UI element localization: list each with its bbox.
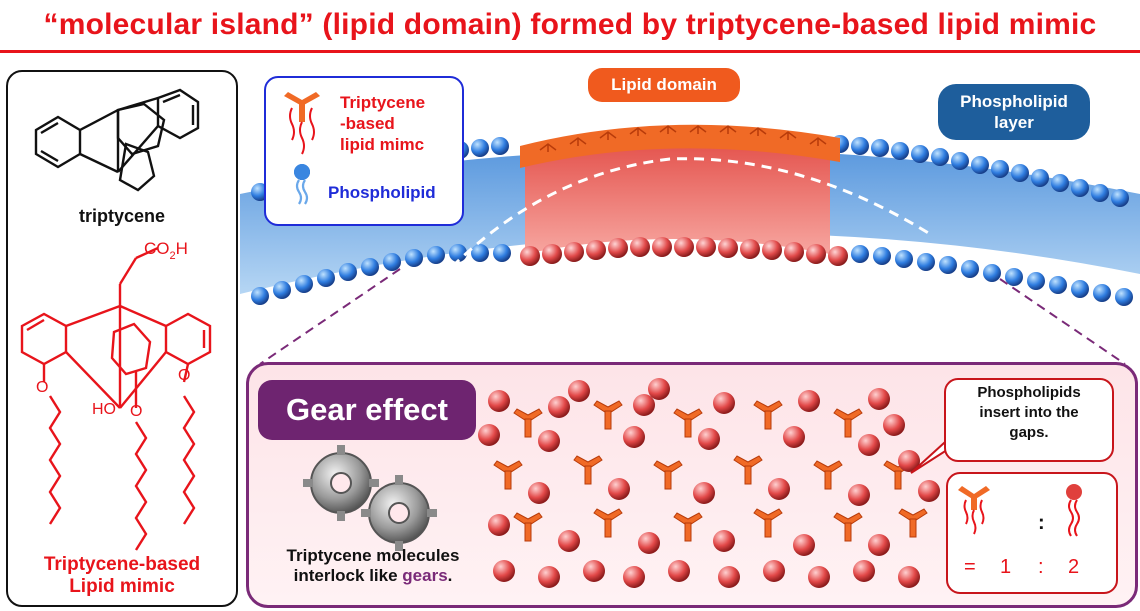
- mimic-label-line2: Lipid mimic: [69, 576, 175, 597]
- triptycene-structure: [34, 88, 200, 192]
- callout-line2: insert into the: [979, 404, 1079, 421]
- callout-line1: Phospholipids: [977, 384, 1081, 401]
- ratio-equals: =: [964, 556, 976, 578]
- insertion-callout: Phospholipids insert into the gaps.: [944, 378, 1114, 462]
- domain-top-tripods: [539, 125, 827, 152]
- membrane-bottom-heads: [251, 244, 1133, 306]
- legend-mimic-line3: lipid mimc: [340, 135, 425, 154]
- ratio-icons: [958, 484, 1082, 537]
- gear-caption-period: .: [447, 566, 453, 585]
- oxygen-middle-text: O: [130, 403, 142, 420]
- lipid-domain-label: Lipid domain: [588, 68, 740, 102]
- legend-box: Triptycene -based lipid mimc Phospholipi…: [264, 76, 464, 226]
- phospholipid-layer-line2: layer: [994, 113, 1034, 132]
- gear-caption-line2: interlock like: [293, 566, 403, 585]
- title-underline: [0, 50, 1140, 53]
- structures-drawing: CO2H O O O HO: [20, 88, 212, 551]
- legend-mimic-line1: Triptycene: [340, 93, 426, 112]
- zoom-line-right: [999, 278, 1126, 365]
- callout-line3: gaps.: [1009, 424, 1049, 441]
- ratio-box: : = 1 : 2: [946, 472, 1118, 594]
- triptycene-label: triptycene: [78, 206, 166, 226]
- gears-icon: [303, 445, 437, 551]
- legend-mimic-line2: -based: [340, 114, 395, 133]
- ratio-phospholipid-icon: [1066, 484, 1082, 537]
- legend-icons: [284, 92, 320, 205]
- ratio-mimic-icon: [958, 486, 990, 535]
- page-title: “molecular island” (lipid domain) formed…: [43, 8, 1097, 41]
- ratio-separator: :: [1038, 556, 1044, 578]
- zoom-line-left: [259, 268, 401, 365]
- legend-phospholipid-icon: [294, 164, 310, 205]
- oxygen-right-text: O: [178, 367, 190, 384]
- gear-effect-label: Gear effect: [258, 380, 476, 440]
- domain-top-surface: [520, 124, 840, 168]
- domain-bottom-heads: [520, 237, 848, 266]
- phospholipid-layer-line1: Phospholipid: [960, 92, 1068, 111]
- mimic-label-line1: Triptycene-based: [43, 554, 201, 575]
- gear-caption-line1: Triptycene molecules: [286, 546, 460, 565]
- gear-caption: Triptycene molecules interlock like gear…: [262, 546, 484, 586]
- oxygen-left-text: O: [36, 379, 48, 396]
- legend-phospholipid-label: Phospholipid: [328, 183, 436, 202]
- hydroxyl-text: HO: [92, 401, 116, 418]
- domain-highlight-dashes: [438, 157, 931, 281]
- gear-caption-gears: gears: [402, 566, 448, 585]
- triptycene-mimic-structure: [20, 246, 212, 551]
- ratio-left-value: 1: [1000, 556, 1012, 578]
- ratio-colon: :: [1038, 512, 1045, 534]
- packing-illustration: [303, 378, 963, 588]
- phospholipid-layer-label: Phospholipid layer: [938, 84, 1090, 140]
- phospholipid-spheres: [478, 378, 940, 588]
- legend-mimic-icon: [284, 92, 320, 155]
- triptycene-tripods: [493, 400, 928, 542]
- domain-tail-band: [525, 138, 830, 254]
- legend-mimic-label: Triptycene -based lipid mimc: [340, 92, 425, 155]
- ratio-right-value: 2: [1068, 556, 1080, 578]
- structures-panel: CO2H O O O HO triptycene Triptycene-base…: [6, 70, 238, 607]
- co2h-text: CO2H: [144, 239, 188, 262]
